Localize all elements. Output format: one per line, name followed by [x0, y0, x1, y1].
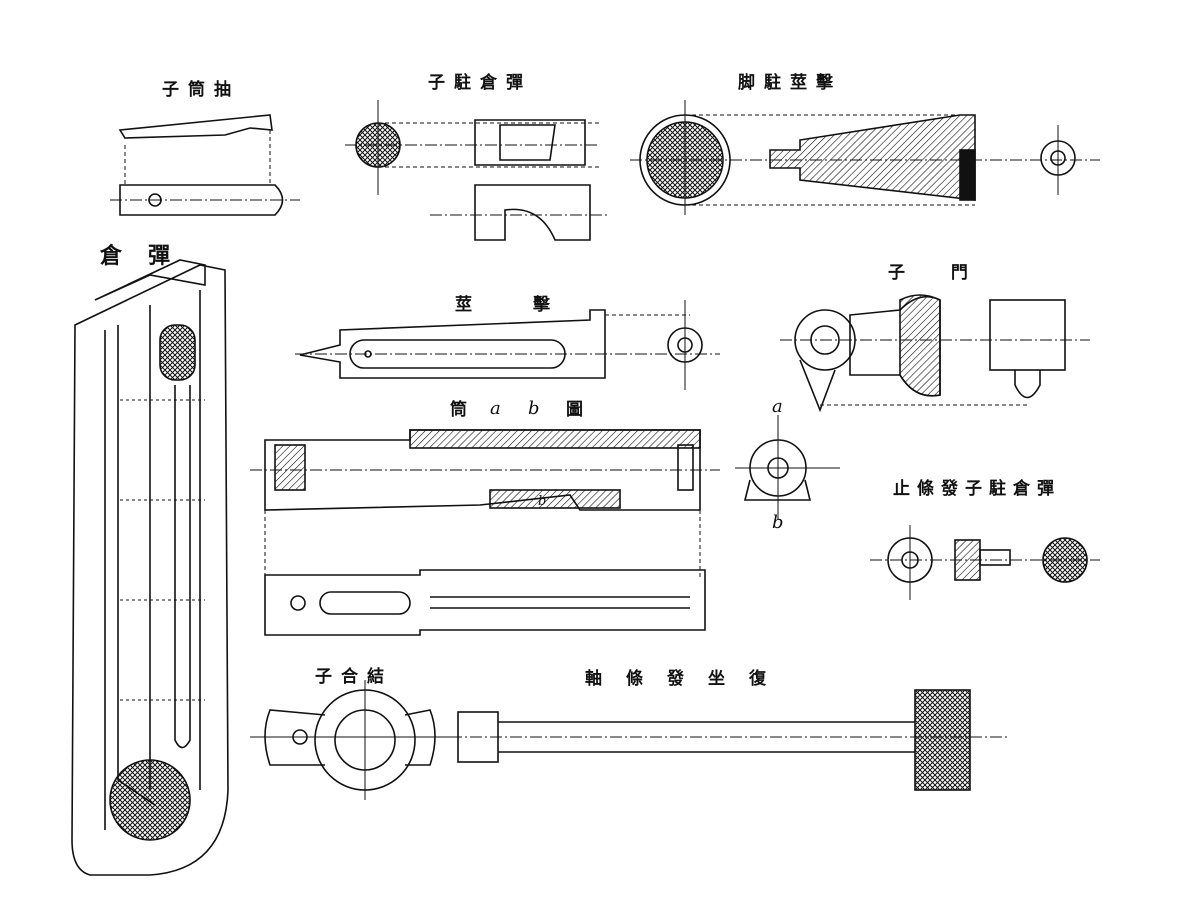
label-barrel: 筒: [450, 400, 476, 420]
extractor-drawing: [110, 114, 300, 216]
magazine-drawing: [71, 259, 229, 876]
label-magazine-catch-spring-stop: 止條發子駐倉彈: [893, 479, 1061, 499]
bolt-drawing: [780, 294, 1090, 413]
section-mark-b: b: [772, 512, 784, 533]
label-magazine-catch: 子駐倉彈: [428, 73, 532, 93]
label-figure: 圖: [566, 400, 592, 420]
magazine-catch-drawing: [345, 100, 610, 241]
firing-pin-stop-drawing: [630, 100, 1100, 215]
label-connector: 子合結: [315, 667, 393, 687]
label-recoil-spring-rod: 軸條發坐復: [585, 669, 790, 689]
recoil-spring-rod-drawing: [450, 689, 1010, 791]
label-section-a: a: [490, 398, 501, 419]
barrel-b-mark: b: [538, 494, 547, 509]
connector-drawing: [250, 680, 455, 800]
label-firing-pin: 莖 擊: [455, 295, 559, 315]
barrel-drawing: [250, 415, 840, 636]
label-magazine: 倉彈: [100, 243, 197, 269]
section-mark-a: a: [772, 396, 783, 417]
firing-pin-drawing: [295, 300, 720, 390]
label-section-b: b: [528, 398, 540, 419]
label-firing-pin-stop: 脚駐莖擊: [738, 73, 842, 93]
label-extractor: 子筒抽: [162, 80, 240, 100]
magazine-catch-spring-stop-drawing: [870, 525, 1100, 600]
label-bolt: 子 門: [888, 263, 988, 283]
